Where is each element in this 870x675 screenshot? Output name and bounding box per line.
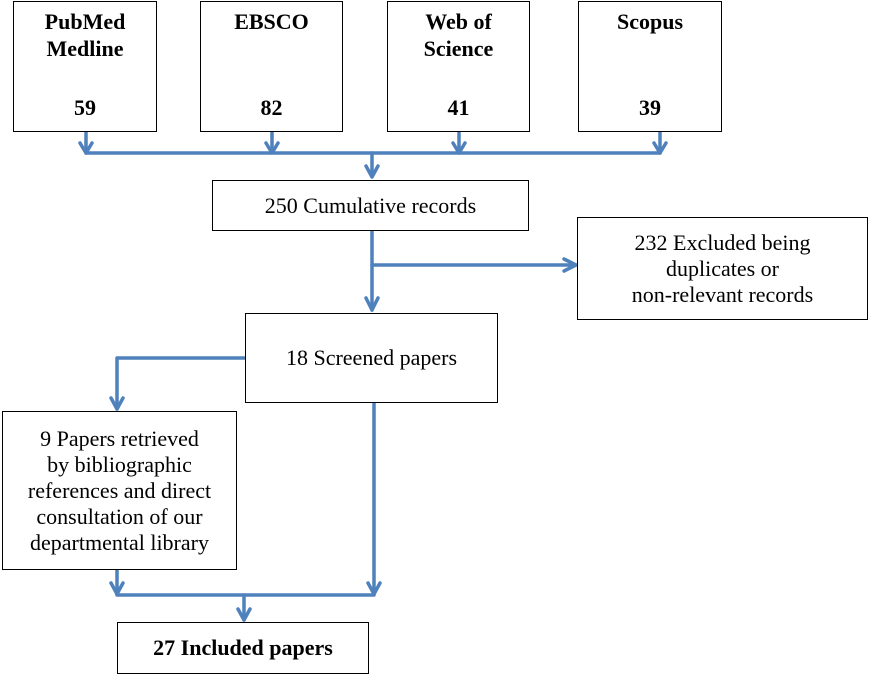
- included-papers-box: 27 Included papers: [117, 622, 369, 674]
- source-name: EBSCO: [234, 9, 309, 34]
- source-count: 39: [639, 95, 661, 120]
- retrieved-papers-box: 9 Papers retrieved by bibliographic refe…: [2, 411, 237, 570]
- arrowhead-to-screened: [364, 296, 380, 312]
- arrowhead-to-included: [236, 607, 252, 622]
- retrieved-papers-text: 9 Papers retrieved by bibliographic refe…: [27, 425, 212, 555]
- excluded-records-box: 232 Excluded being duplicates or non-rel…: [577, 217, 868, 320]
- source-name: Web of Science: [423, 9, 494, 61]
- arrow-to-retrieved: [115, 356, 247, 411]
- source-name: Scopus: [616, 9, 684, 34]
- source-box-web-of-science: Web of Science 41: [387, 1, 530, 132]
- excluded-records-text: 232 Excluded being duplicates or non-rel…: [631, 229, 814, 307]
- screened-papers-box: 18 Screened papers: [245, 313, 498, 403]
- arrowhead-to-cumulative: [364, 164, 380, 179]
- arrowhead-to-retrieved: [109, 396, 125, 411]
- source-box-pubmed: PubMed Medline 59: [13, 1, 157, 132]
- arrowhead-to-excluded: [562, 257, 578, 273]
- source-count: 41: [447, 95, 470, 120]
- cumulative-records-text: 250 Cumulative records: [264, 192, 477, 218]
- source-count: 59: [74, 95, 96, 120]
- included-papers-text: 27 Included papers: [153, 635, 333, 660]
- source-name: PubMed Medline: [44, 9, 126, 61]
- source-box-ebsco: EBSCO 82: [200, 1, 343, 132]
- source-box-scopus: Scopus 39: [578, 1, 722, 132]
- cumulative-records-box: 250 Cumulative records: [212, 180, 529, 231]
- source-count: 82: [260, 95, 283, 120]
- screened-papers-text: 18 Screened papers: [285, 345, 458, 370]
